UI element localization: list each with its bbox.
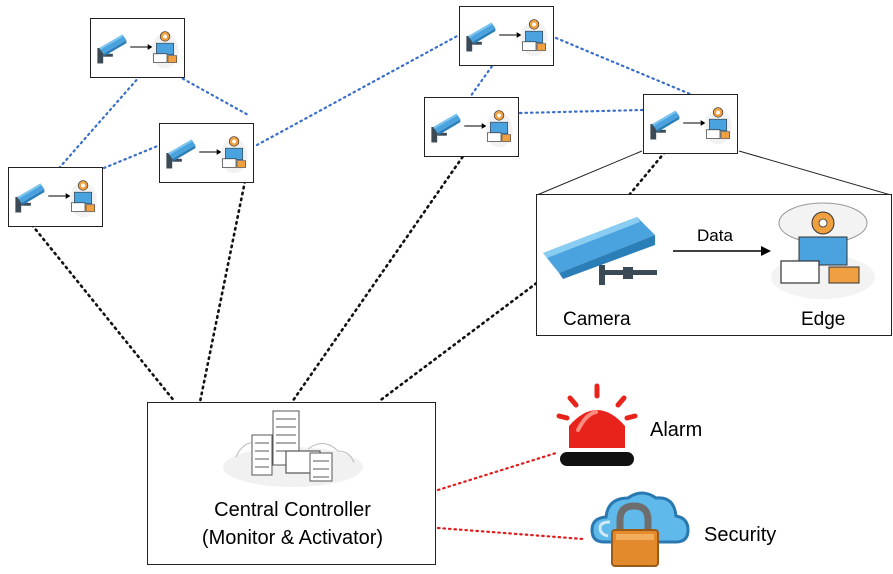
server-cloud-icon [223,410,363,487]
mesh-link [554,36,692,96]
controller-title: Central Controller [214,499,371,521]
camera-edge-node-icon [9,168,102,226]
security-link [436,526,585,541]
data-label: Data [697,226,733,245]
mesh-link [518,108,645,115]
mesh-link [58,74,142,169]
camera-edge-node-icon [460,7,553,65]
mesh-link [468,60,497,99]
zoom-line-left [536,150,643,196]
mesh-link [255,33,461,147]
camera-edge-node [8,167,103,227]
camera-edge-node [424,97,519,157]
camera-edge-node [90,18,185,78]
alarm-icon [556,383,638,466]
security-lock-icon [590,491,690,567]
controller-link [376,274,548,404]
camera-edge-node [159,123,254,183]
mesh-link [176,74,252,118]
camera-edge-node-icon [91,19,184,77]
detail-graphics [543,202,875,299]
central-controller: Central Controller (Monitor & Activator) [147,402,436,565]
controller-link [30,223,177,404]
detail-link [628,150,667,196]
security-label: Security [704,524,777,546]
zoom-line-right [738,150,892,196]
camera-edge-node-icon [425,98,518,156]
camera-label: Camera [563,309,631,330]
camera-edge-node-icon [644,95,737,153]
camera-edge-node [459,6,554,66]
controller-link [198,179,247,404]
alarm-link [436,451,558,492]
camera-edge-node [643,94,738,154]
controller-subtitle: (Monitor & Activator) [201,527,384,549]
data-arrow [673,246,771,256]
camera-edge-node-icon [160,124,253,182]
edge-label: Edge [801,309,846,330]
edge-icon [771,202,875,299]
camera-edge-detail: Data Camera Edge [536,194,892,336]
camera-icon [543,217,657,285]
mesh-link [102,143,162,170]
alarm-label: Alarm [650,419,703,441]
controller-link [290,150,468,404]
